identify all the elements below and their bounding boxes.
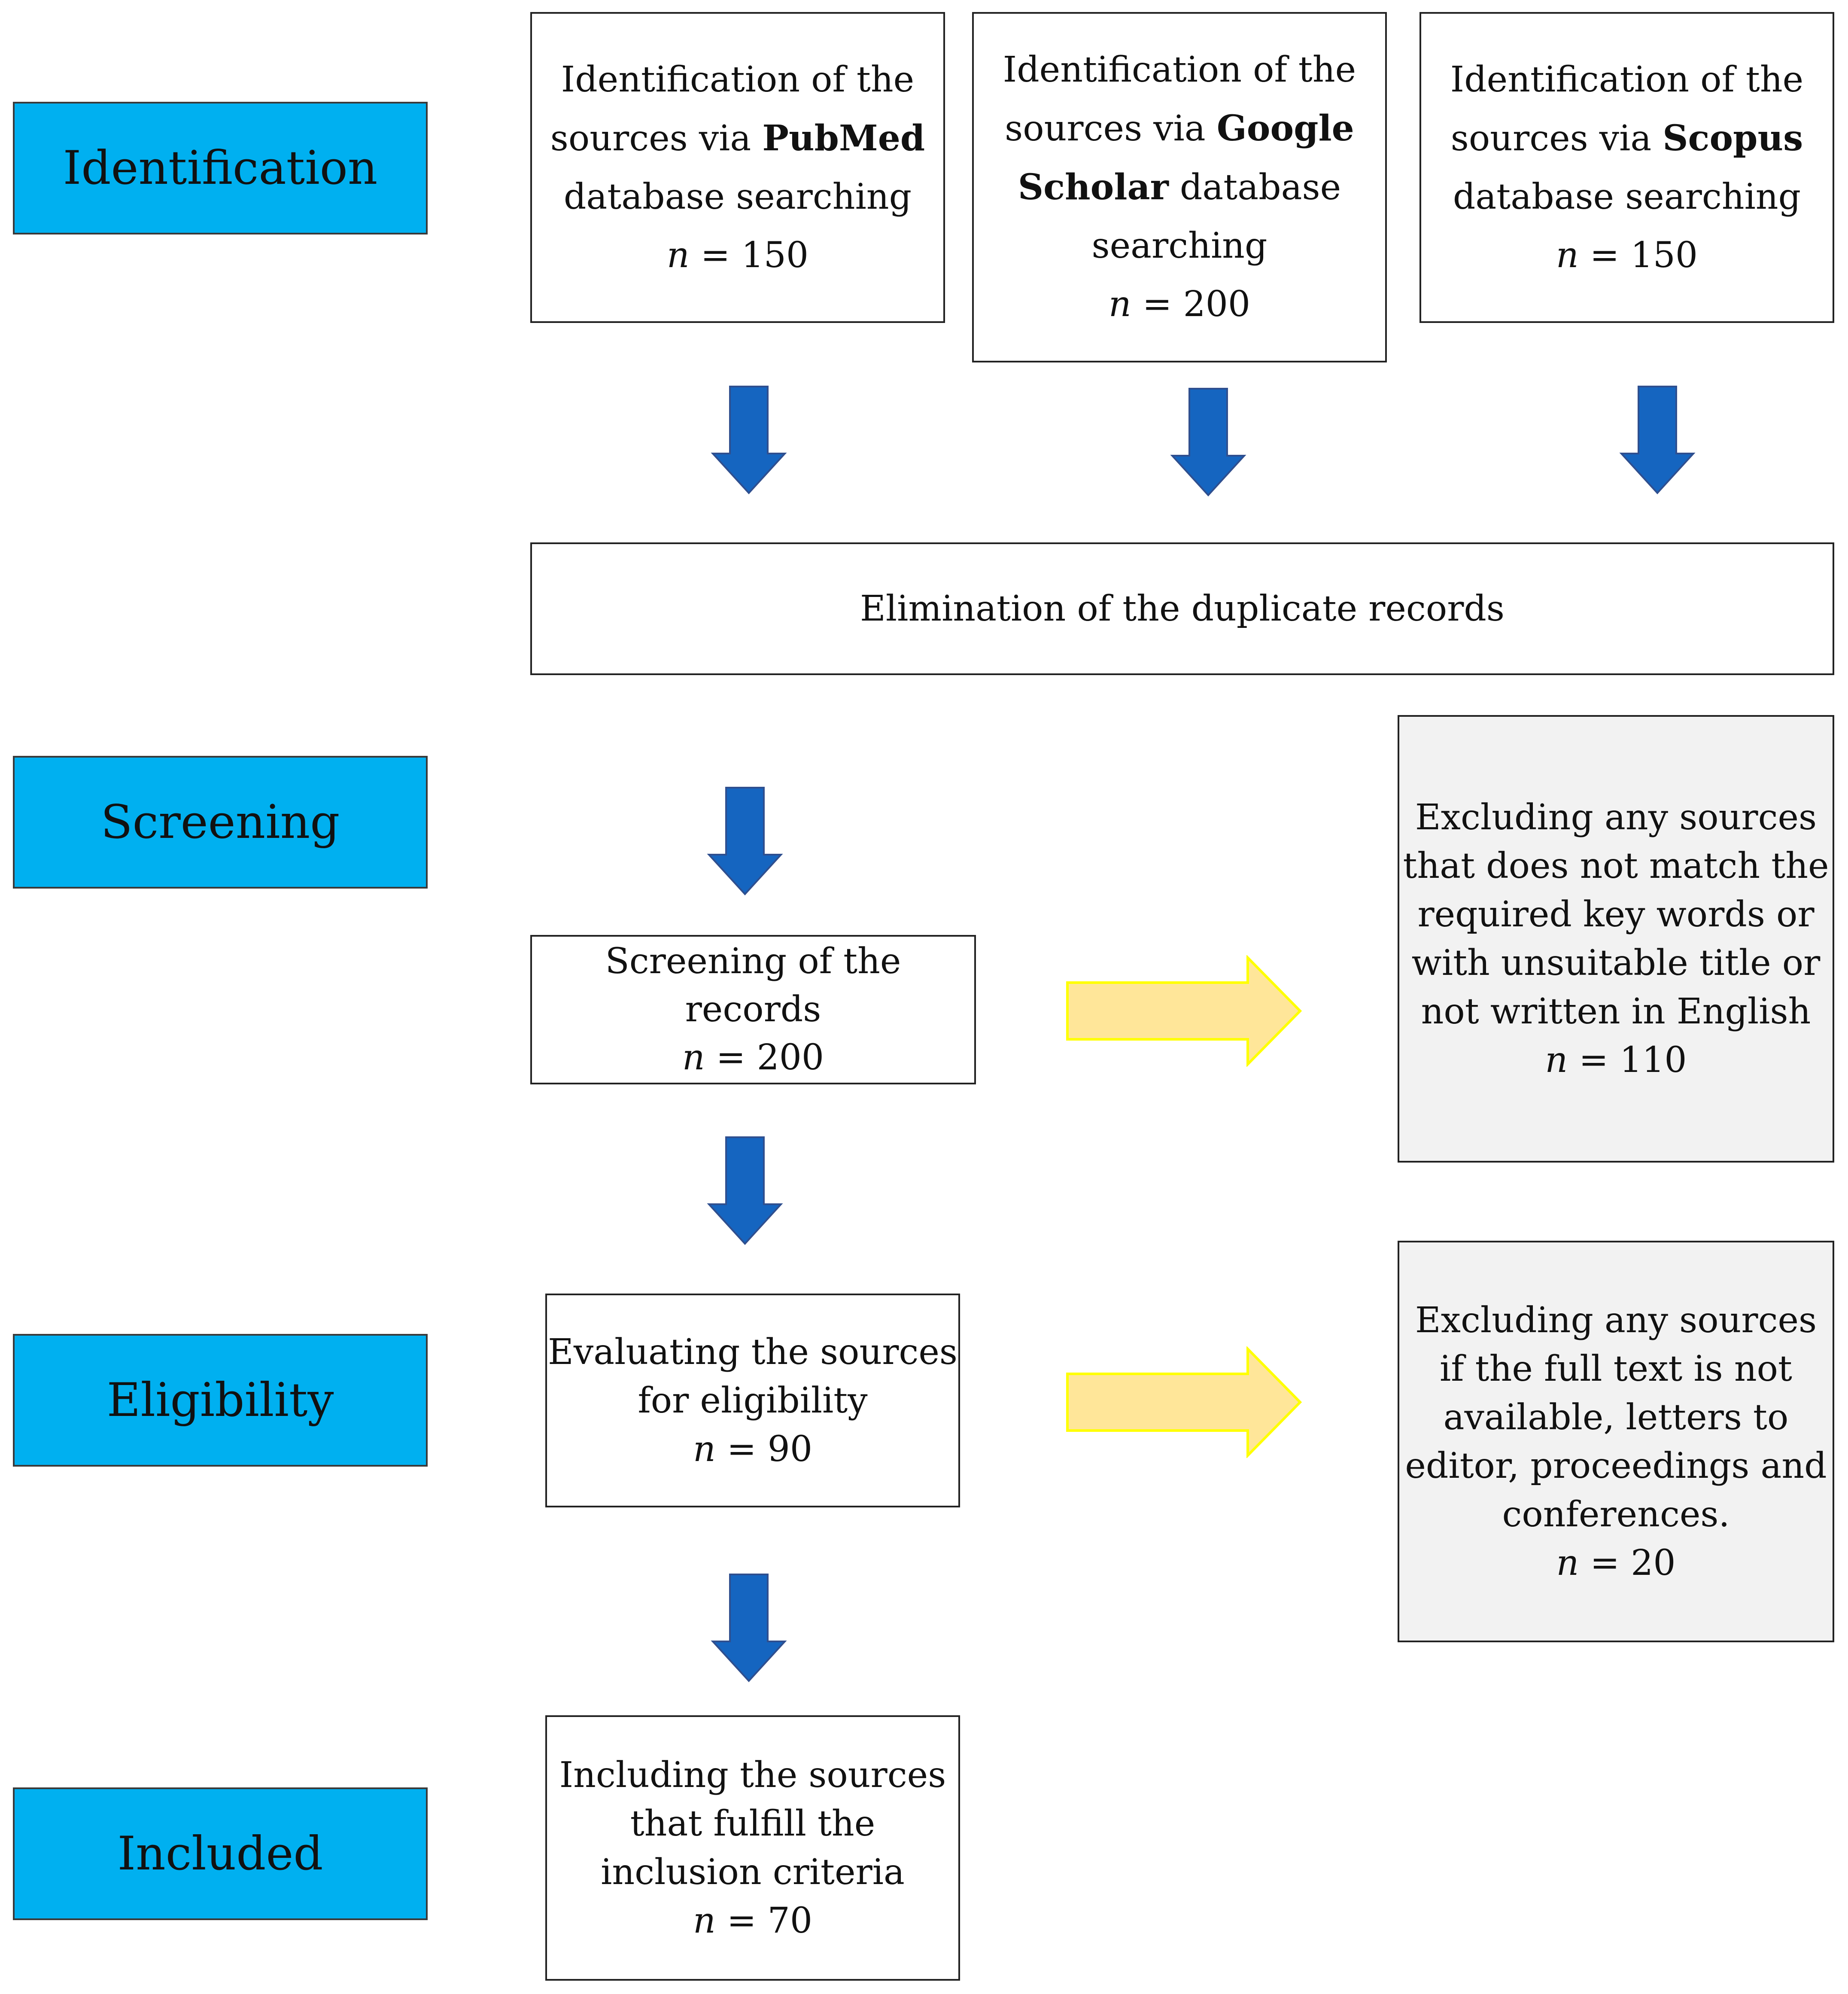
google-scholar-source-box: Identification of the sources via Google… [972,12,1387,362]
pubmed-n-value: = 150 [700,234,809,276]
exclusion2-n-symbol: n [1556,1542,1579,1583]
included-n-value: = 70 [726,1900,812,1941]
stage-screening: Screening [13,756,428,889]
right-arrow-exclusion2 [1066,1346,1302,1458]
scopus-line2: sources via Scopus [1451,109,1803,168]
google-database-name-part1: Google [1216,108,1354,149]
exclusion-box-keywords: Excluding any sources that does not matc… [1398,715,1834,1163]
exclusion2-line2: if the full text is not [1440,1348,1792,1389]
scopus-n-value: = 150 [1590,234,1698,276]
stage-eligibility: Eligibility [13,1334,428,1467]
exclusion2-line3: available, letters to [1443,1397,1789,1438]
pubmed-count: n = 150 [667,226,808,285]
included-line1: Including the sources [559,1755,946,1796]
exclusion1-n-symbol: n [1545,1040,1568,1081]
down-arrow-scopus [1619,386,1696,494]
google-line2-text: sources via [1005,108,1217,149]
down-arrow-to-included [711,1574,787,1682]
stage-included-label: Included [117,1827,323,1881]
exclusion2-line4: editor, proceedings and [1405,1445,1827,1486]
pubmed-line2: sources via PubMed [550,109,925,168]
exclusion1-line5: not written in English [1421,991,1811,1032]
down-arrow-google [1170,388,1246,496]
right-arrow-exclusion1 [1066,955,1302,1067]
exclusion-box-fulltext: Excluding any sources if the full text i… [1398,1241,1834,1642]
exclusion1-n-value: = 110 [1579,1040,1687,1081]
exclusion2-count: n = 20 [1556,1539,1675,1587]
included-box: Including the sources that fulfill the i… [545,1715,960,1981]
screening-box: Screening of the records n = 200 [530,935,976,1084]
stage-identification-label: Identification [63,141,378,195]
stage-screening-label: Screening [100,795,340,849]
pubmed-n-symbol: n [666,234,690,276]
down-arrow-pubmed [711,386,787,494]
google-line3-text: database [1168,167,1341,208]
pubmed-line1: Identification of the [561,59,915,100]
exclusion1-line2: that does not match the [1403,846,1829,886]
stage-identification: Identification [13,102,428,234]
exclusion2-line1: Excluding any sources [1415,1300,1817,1341]
exclusion2-line5: conferences. [1502,1494,1730,1535]
pubmed-source-box: Identification of the sources via PubMed… [530,12,945,323]
screening-n-value: = 200 [716,1037,824,1078]
scopus-n-symbol: n [1556,234,1579,276]
google-n-value: = 200 [1142,284,1251,325]
included-line2: that fulfill the [630,1803,875,1844]
screening-count: n = 200 [682,1034,824,1082]
eligibility-count: n = 90 [693,1425,812,1473]
scopus-line3: database searching [1453,176,1801,217]
exclusion1-line1: Excluding any sources [1415,797,1817,838]
google-line1: Identification of the [1003,49,1356,90]
stage-eligibility-label: Eligibility [106,1373,334,1427]
screening-line1: Screening of the records [605,941,901,1030]
down-arrow-to-eligibility [707,1136,783,1245]
eligibility-n-symbol: n [693,1428,716,1470]
eligibility-n-value: = 90 [726,1428,812,1470]
down-arrow-to-screening [707,787,783,895]
included-count: n = 70 [693,1897,812,1945]
exclusion1-line4: with unsuitable title or [1411,943,1821,983]
eligibility-box: Evaluating the sources for eligibility n… [545,1294,960,1507]
duplicates-text: Elimination of the duplicate records [860,588,1505,629]
exclusion1-line3: required key words or [1417,894,1815,935]
pubmed-line3: database searching [563,176,912,217]
scopus-source-box: Identification of the sources via Scopus… [1419,12,1834,323]
scopus-line2-text: sources via [1450,118,1663,159]
google-count: n = 200 [1109,275,1250,334]
google-n-symbol: n [1108,284,1131,325]
google-line4: searching [1091,225,1267,266]
included-n-symbol: n [693,1900,716,1941]
google-line3: Scholar database [1018,158,1341,217]
stage-included: Included [13,1787,428,1920]
exclusion1-count: n = 110 [1545,1036,1687,1084]
scopus-database-name: Scopus [1663,117,1803,159]
google-database-name-part2: Scholar [1018,167,1169,208]
eligibility-line2: for eligibility [638,1380,868,1421]
pubmed-line2-text: sources via [550,118,763,159]
scopus-count: n = 150 [1556,226,1698,285]
included-line3: inclusion criteria [601,1852,905,1893]
eligibility-line1: Evaluating the sources [548,1331,957,1373]
google-line2: sources via Google [1005,99,1354,158]
scopus-line1: Identification of the [1450,59,1804,100]
exclusion2-n-value: = 20 [1590,1542,1676,1583]
screening-n-symbol: n [682,1037,705,1078]
pubmed-database-name: PubMed [762,117,925,159]
duplicates-box: Elimination of the duplicate records [530,542,1834,675]
